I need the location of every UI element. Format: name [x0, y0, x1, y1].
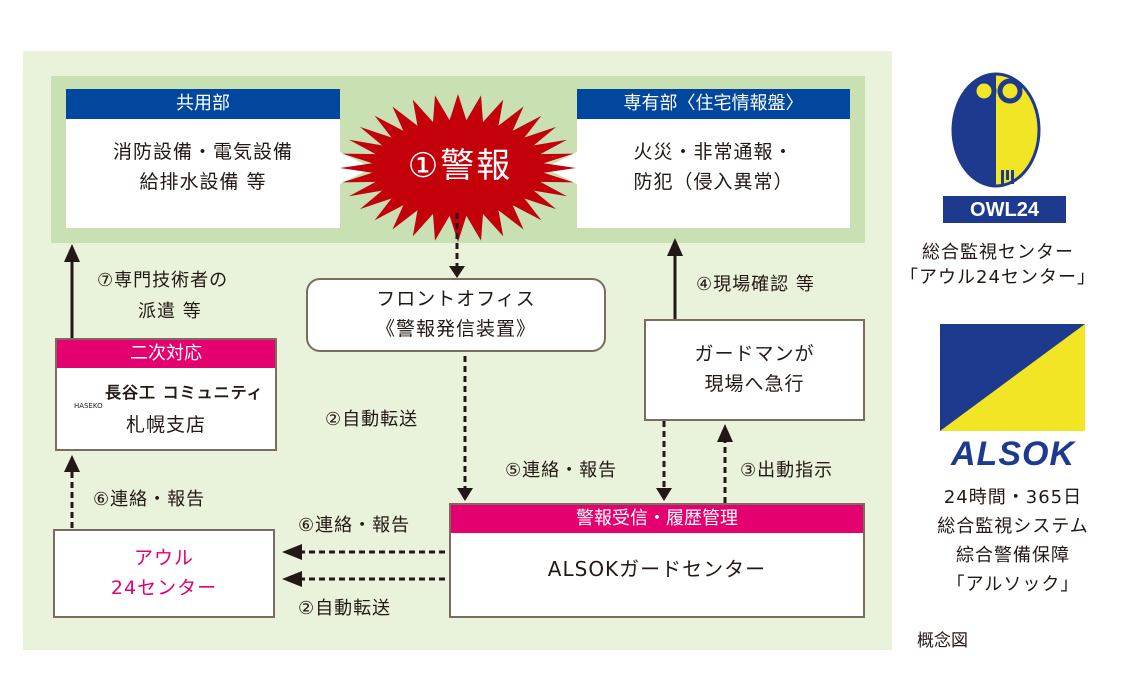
- owl24-center-box: アウル 24センター: [53, 529, 275, 618]
- arrowhead: [656, 488, 672, 501]
- alsok-guard-center-header: 警報受信・履歴管理: [451, 505, 863, 533]
- guardman-line2: 現場へ急行: [704, 373, 805, 395]
- haseko-logo-caption: HASEKO: [74, 402, 103, 410]
- owl24-center-line1: アウル: [133, 547, 194, 569]
- alsok-guard-center-name: ALSOKガードセンター: [547, 557, 767, 581]
- arrowhead: [64, 244, 80, 262]
- owl24-logo-text: OWL24: [970, 199, 1039, 221]
- alsok-guard-center-box: 警報受信・履歴管理 ALSOKガードセンター: [449, 503, 865, 618]
- private-area-line1: 火災・非常通報・: [633, 141, 794, 163]
- private-area-header: 専有部〈住宅情報盤〉: [577, 89, 850, 119]
- alsok-caption-line4: 「アルソック」: [946, 574, 1080, 595]
- figure-caption: 概念図: [917, 631, 968, 651]
- step6-left-label: ⑥連絡・報告: [93, 489, 206, 510]
- common-area-line1: 消防設備・電気設備: [112, 141, 293, 163]
- arrowhead: [457, 488, 473, 501]
- owl24-caption-line1: 総合監視センター: [922, 242, 1074, 263]
- arrowhead: [717, 424, 733, 442]
- alarm-label: ①警報: [407, 146, 513, 186]
- guardman-line1: ガードマンが: [694, 343, 815, 365]
- step3-label: ③出動指示: [740, 460, 834, 481]
- haseko-company-name: 長谷工 コミュニティ: [105, 383, 264, 402]
- front-office-line1: フロントオフィス: [376, 288, 536, 310]
- alsok-logo-text: ALSOK: [951, 435, 1075, 473]
- private-area-box: 専有部〈住宅情報盤〉 火災・非常通報・ 防犯（侵入異常）: [577, 89, 850, 228]
- common-area-header: 共用部: [66, 89, 340, 119]
- alsok-caption-line3: 綜合警備保障: [956, 545, 1070, 566]
- owl24-caption-line2: 「アウル24センター」: [900, 267, 1096, 288]
- alsok-caption-line2: 総合監視システム: [937, 516, 1089, 537]
- step4-label: ④現場確認 等: [696, 274, 815, 295]
- arrowhead: [282, 544, 302, 560]
- step7-label-line2: 派遣 等: [138, 301, 202, 322]
- common-area-box: 共用部 消防設備・電気設備 給排水設備 等: [66, 89, 340, 228]
- alarm-burst-shape: [340, 94, 576, 242]
- alsok-caption-line1: 24時間・365日: [943, 487, 1083, 508]
- step6-bottom-label: ⑥連絡・報告: [298, 515, 411, 536]
- front-office-box: フロントオフィス 《警報発信装置》: [306, 278, 606, 352]
- guardman-box: ガードマンが 現場へ急行: [644, 319, 865, 421]
- owl24-center-line2: 24センター: [110, 577, 218, 599]
- secondary-response-header: 二次対応: [57, 340, 275, 368]
- common-area-line2: 給排水設備 等: [139, 171, 267, 193]
- step2-bottom-label: ②自動転送: [298, 598, 392, 619]
- step7-label-line1: ⑦専門技術者の: [97, 270, 229, 291]
- secondary-response-branch: 札幌支店: [125, 414, 206, 436]
- front-office-line2: 《警報発信装置》: [375, 318, 536, 340]
- step5-label: ⑤連絡・報告: [505, 460, 618, 481]
- arrowhead: [667, 238, 683, 256]
- secondary-response-box: 二次対応 長谷工 コミュニティ HASEKO 札幌支店: [55, 338, 277, 451]
- arrowhead: [449, 266, 465, 278]
- arrowhead: [64, 455, 80, 472]
- alsok-logo-icon: [940, 324, 1085, 431]
- private-area-line2: 防犯（侵入異常）: [633, 171, 794, 193]
- step2-front-label: ②自動転送: [325, 409, 419, 430]
- arrowhead: [282, 571, 302, 587]
